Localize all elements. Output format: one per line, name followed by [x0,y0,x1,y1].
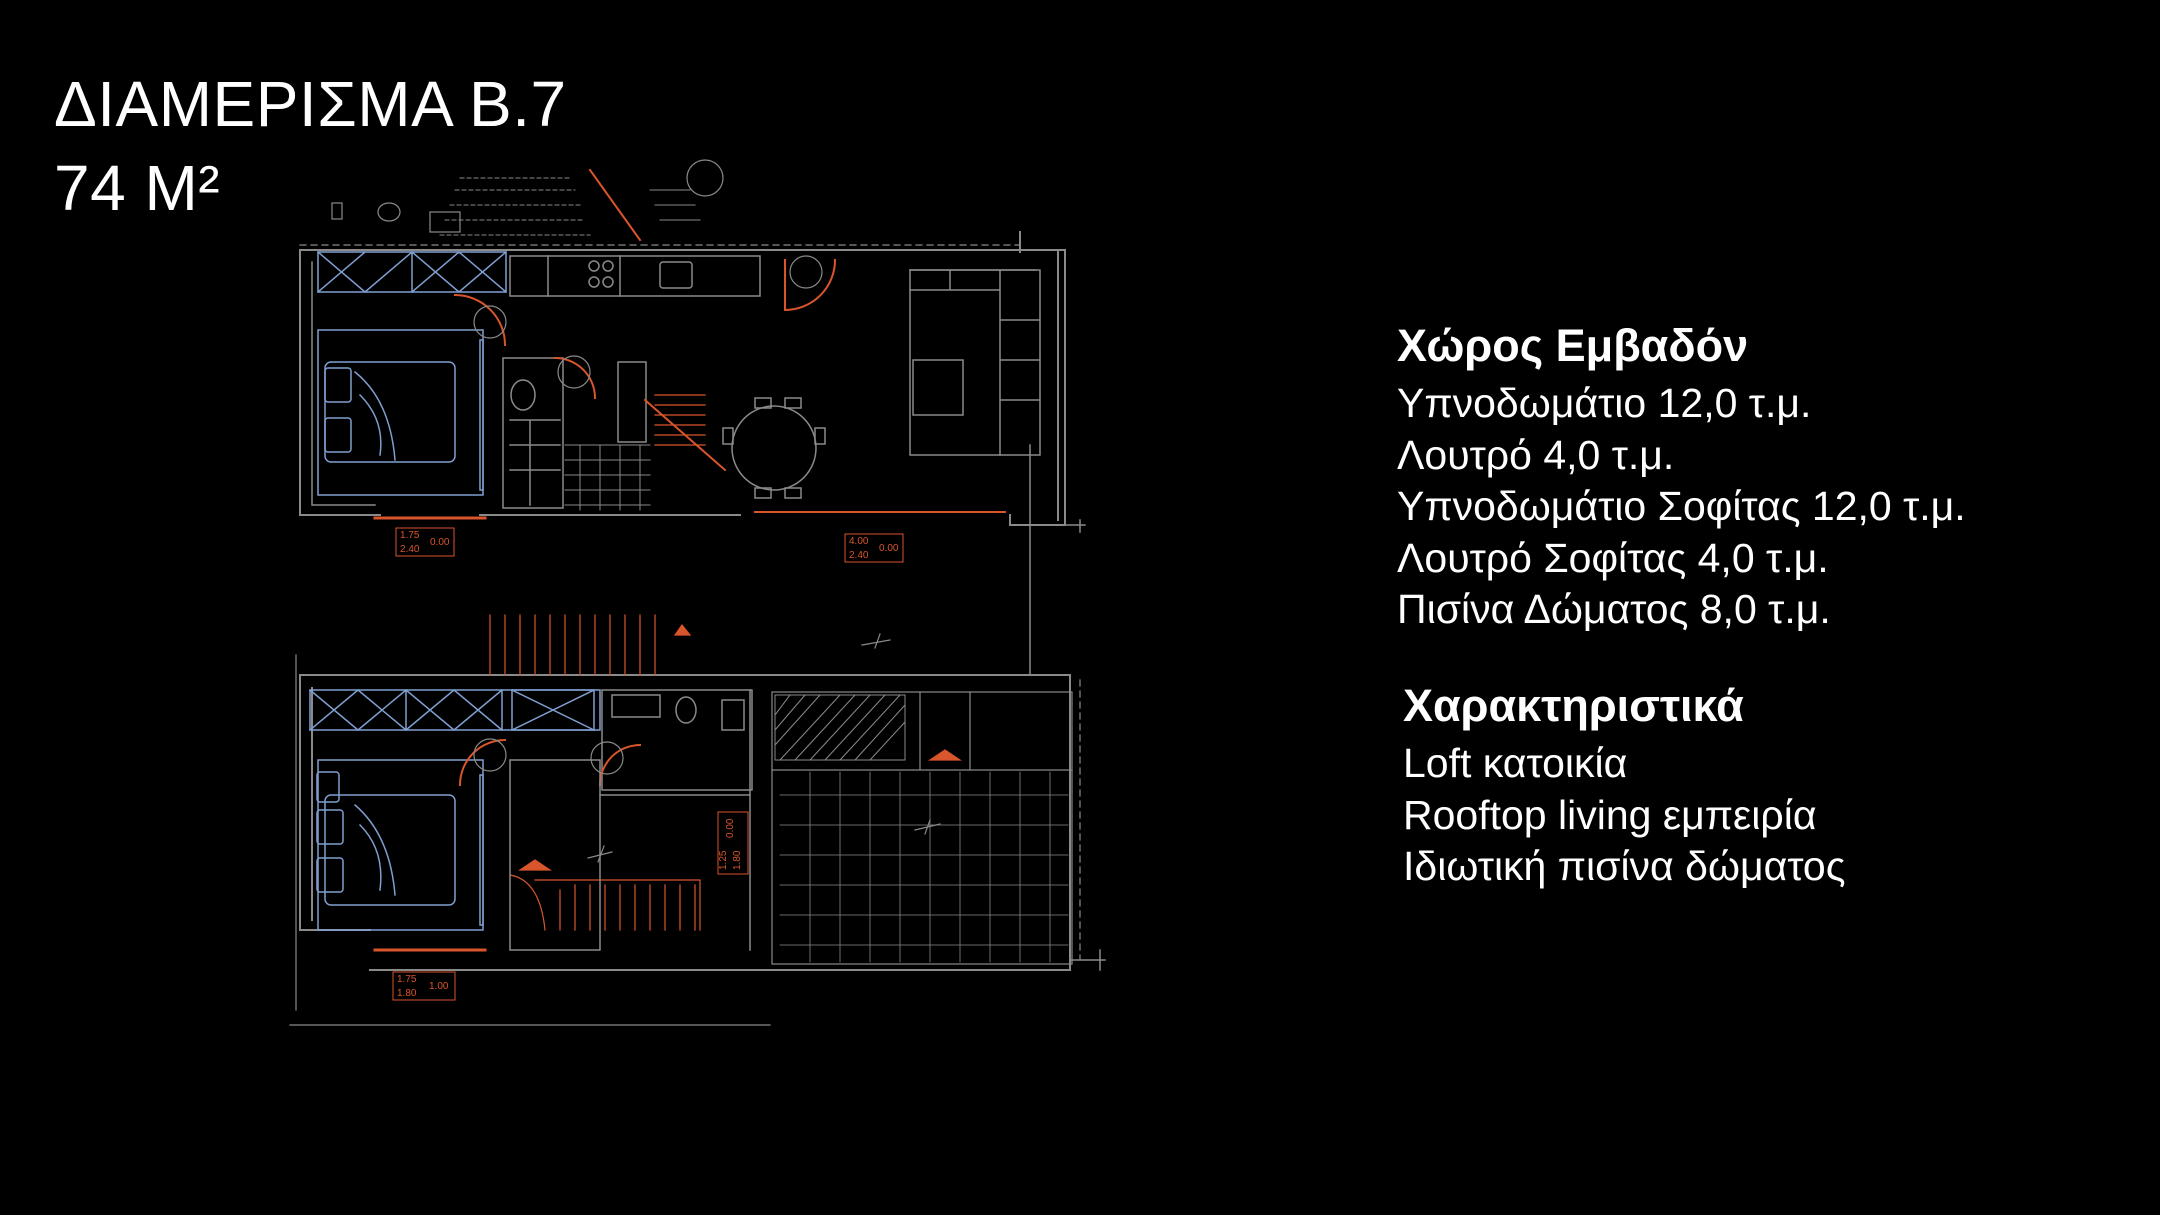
lower-bath-window-height: 1.80 [732,850,743,870]
area-list: Υπνοδωμάτιο 12,0 τ.μ. Λουτρό 4,0 τ.μ. Υπ… [1397,378,1966,636]
area-item: Υπνοδωμάτιο 12,0 τ.μ. [1397,380,1812,426]
feature-item: Loft κατοικία [1403,740,1628,786]
upper-bed-window-height: 2.40 [400,544,420,555]
upper-living-window-height: 2.40 [849,550,869,561]
lower-bath-window-width: 1.25 [718,850,729,870]
apartment-size: 74 M² [54,152,221,224]
lower-bed-window-width: 1.75 [397,974,417,985]
lower-bed-window-height: 1.80 [397,988,417,999]
lower-bath-window-sill: 0.00 [725,818,736,838]
upper-living-window-width: 4.00 [849,536,869,547]
page-title: ΔΙΑΜΕΡΙΣΜΑ Β.7 74 M² [54,62,567,230]
area-heading: Χώρος Εμβαδόν [1397,320,1749,371]
upper-bed-window-width: 1.75 [400,530,420,541]
features-section: Χαρακτηριστικά Loft κατοικία Rooftop liv… [1403,678,1846,893]
lower-bed-window-sill: 1.00 [429,981,449,992]
upper-living-window-sill: 0.00 [879,543,899,554]
feature-item: Rooftop living εμπειρία [1403,791,1817,838]
area-item: Πισίνα Δώματος 8,0 τ.μ. [1397,586,1831,632]
upper-bed-window-sill: 0.00 [430,537,450,548]
features-heading: Χαρακτηριστικά [1403,680,1744,731]
lower-floor-plan: 1.75 1.80 1.00 1.25 1.80 0.00 [289,444,1106,1026]
apartment-name: ΔΙΑΜΕΡΙΣΜΑ Β.7 [54,68,567,140]
area-item: Λουτρό 4,0 τ.μ. [1397,431,1675,478]
area-section: Χώρος Εμβαδόν Υπνοδωμάτιο 12,0 τ.μ. Λουτ… [1397,318,1966,636]
area-item: Υπνοδωμάτιο Σοφίτας 12,0 τ.μ. [1397,483,1966,529]
feature-item: Ιδιωτική πισίνα δώματος [1403,843,1846,889]
features-list: Loft κατοικία Rooftop living εμπειρία Ιδ… [1403,738,1846,893]
upper-floor-plan: 1.75 2.40 0.00 4.00 2.40 0.00 [299,159,1086,563]
area-item: Λουτρό Σοφίτας 4,0 τ.μ. [1397,534,1829,581]
